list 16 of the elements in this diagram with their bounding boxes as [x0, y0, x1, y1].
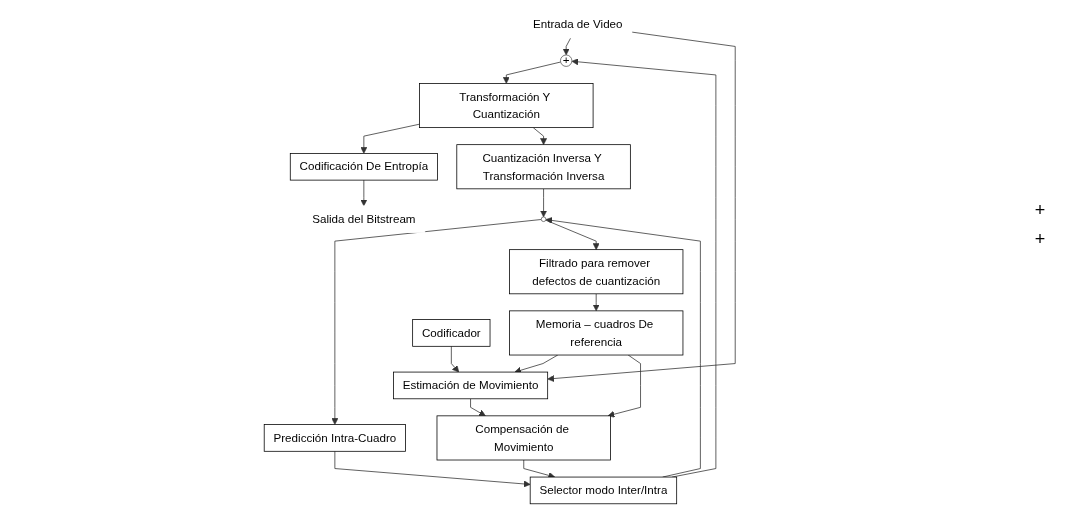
node-box: Compensación de Movimiento	[436, 415, 612, 461]
node-box: Cuantización Inversa Y Transformación Inversa	[456, 144, 632, 190]
node-box: Codificador	[412, 319, 491, 347]
node-circle	[541, 216, 547, 222]
node-box: Predicción Intra-Cuadro	[264, 424, 407, 452]
sign-label: +	[1034, 200, 1046, 221]
node-text: Entrada de Video	[533, 17, 623, 31]
node-box: Selector modo Inter/Intra	[530, 476, 678, 505]
node-circle: +	[560, 54, 573, 67]
sign-label: +	[1034, 229, 1046, 250]
node-text: Salida del Bitstream	[312, 212, 416, 226]
node-box: Filtrado para remover defectos de cuantización	[509, 249, 684, 295]
node-box: Codificación De Entropía	[290, 153, 439, 181]
node-box: Estimación de Movimiento	[393, 371, 549, 400]
node-box: Memoria – cuadros De referencia	[509, 310, 684, 356]
node-box: Transformación Y Cuantización	[419, 83, 594, 128]
